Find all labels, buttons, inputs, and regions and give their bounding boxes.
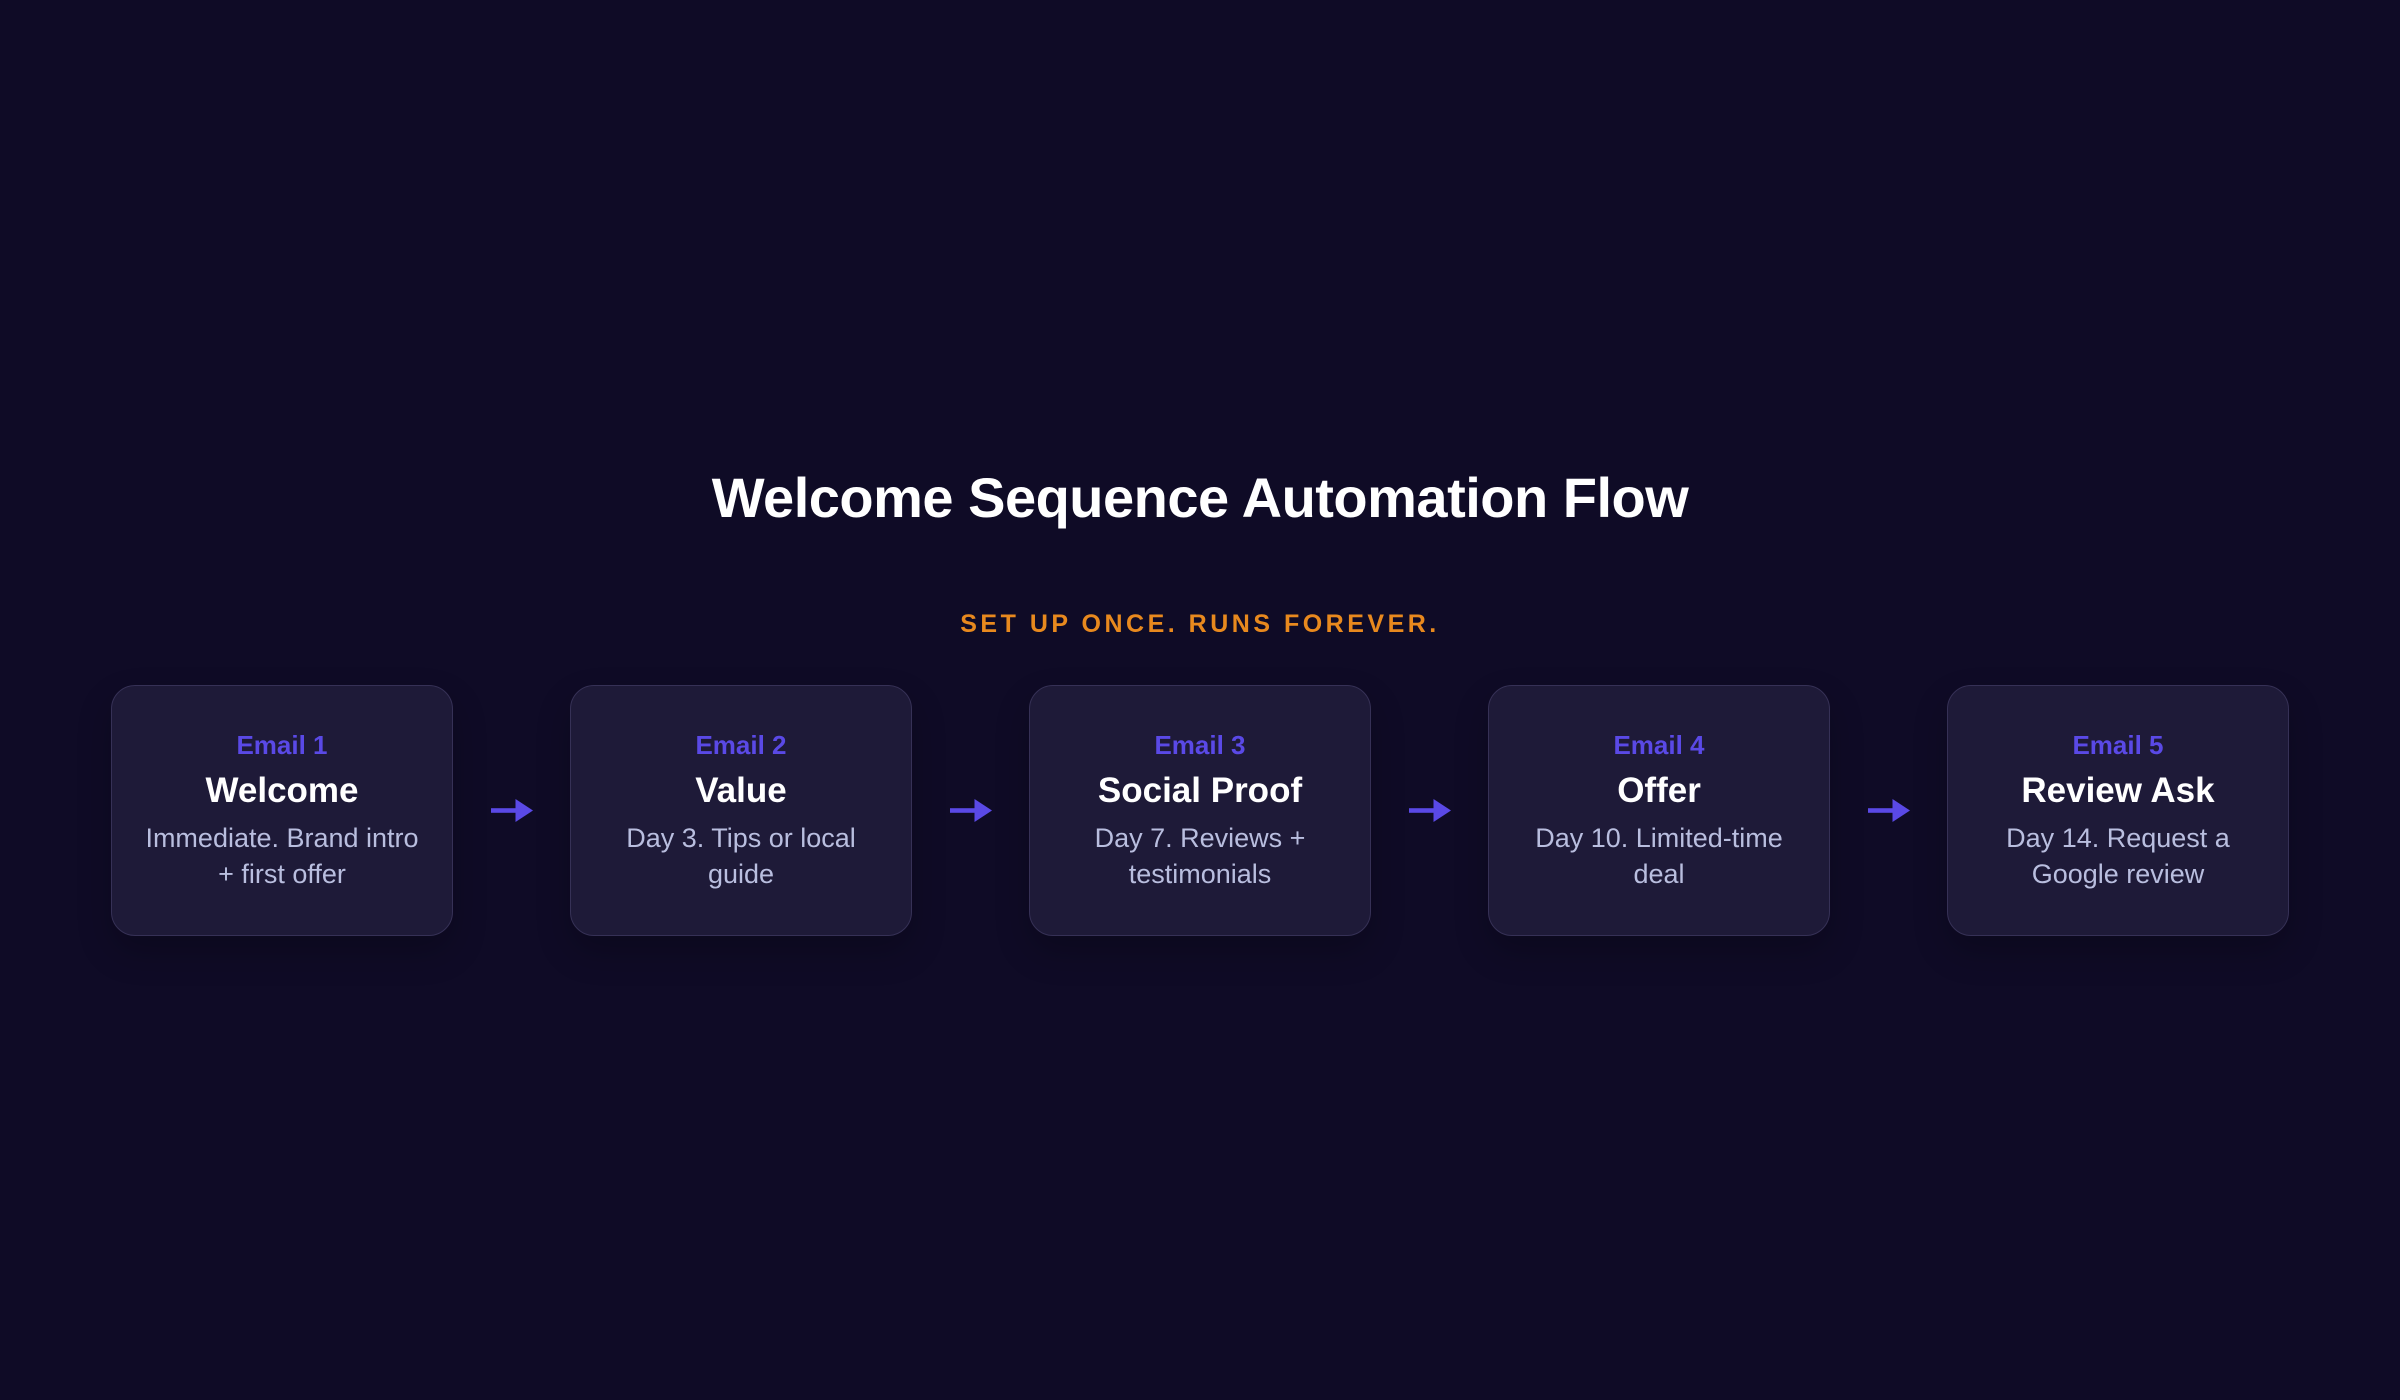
page-subtitle: SET UP ONCE. RUNS FOREVER.	[960, 610, 1440, 639]
right-arrow-icon	[949, 799, 992, 823]
flow-connector	[912, 799, 1029, 823]
card-description: Immediate. Brand intro + first offer	[145, 823, 419, 890]
welcome-sequence-diagram: Welcome Sequence Automation Flow SET UP …	[0, 464, 2400, 937]
email-card-4: Email 4 Offer Day 10. Limited-time deal	[1488, 685, 1830, 937]
card-title: Review Ask	[2021, 771, 2215, 811]
right-arrow-icon	[490, 799, 533, 823]
card-label: Email 1	[236, 730, 328, 761]
flow-row: Email 1 Welcome Immediate. Brand intro +…	[111, 685, 2289, 937]
email-card-2: Email 2 Value Day 3. Tips or local guide	[570, 685, 912, 937]
flow-connector	[1371, 799, 1488, 823]
card-description: Day 7. Reviews + testimonials	[1094, 823, 1306, 890]
flow-connector	[1830, 799, 1947, 823]
right-arrow-icon	[1867, 799, 1910, 823]
card-label: Email 5	[2072, 730, 2164, 761]
email-card-3: Email 3 Social Proof Day 7. Reviews + te…	[1029, 685, 1371, 937]
card-title: Value	[695, 771, 787, 811]
card-description: Day 3. Tips or local guide	[626, 823, 856, 890]
card-title: Offer	[1617, 771, 1701, 811]
email-card-1: Email 1 Welcome Immediate. Brand intro +…	[111, 685, 453, 937]
card-title: Social Proof	[1097, 771, 1303, 811]
right-arrow-icon	[1408, 799, 1451, 823]
card-description: Day 14. Request a Google review	[2006, 823, 2230, 890]
card-description: Day 10. Limited-time deal	[1535, 823, 1783, 890]
card-label: Email 3	[1154, 730, 1246, 761]
card-label: Email 2	[695, 730, 787, 761]
email-card-5: Email 5 Review Ask Day 14. Request a Goo…	[1947, 685, 2289, 937]
card-label: Email 4	[1613, 730, 1705, 761]
page-title: Welcome Sequence Automation Flow	[711, 465, 1689, 529]
flow-connector	[453, 799, 570, 823]
card-title: Welcome	[205, 771, 359, 811]
